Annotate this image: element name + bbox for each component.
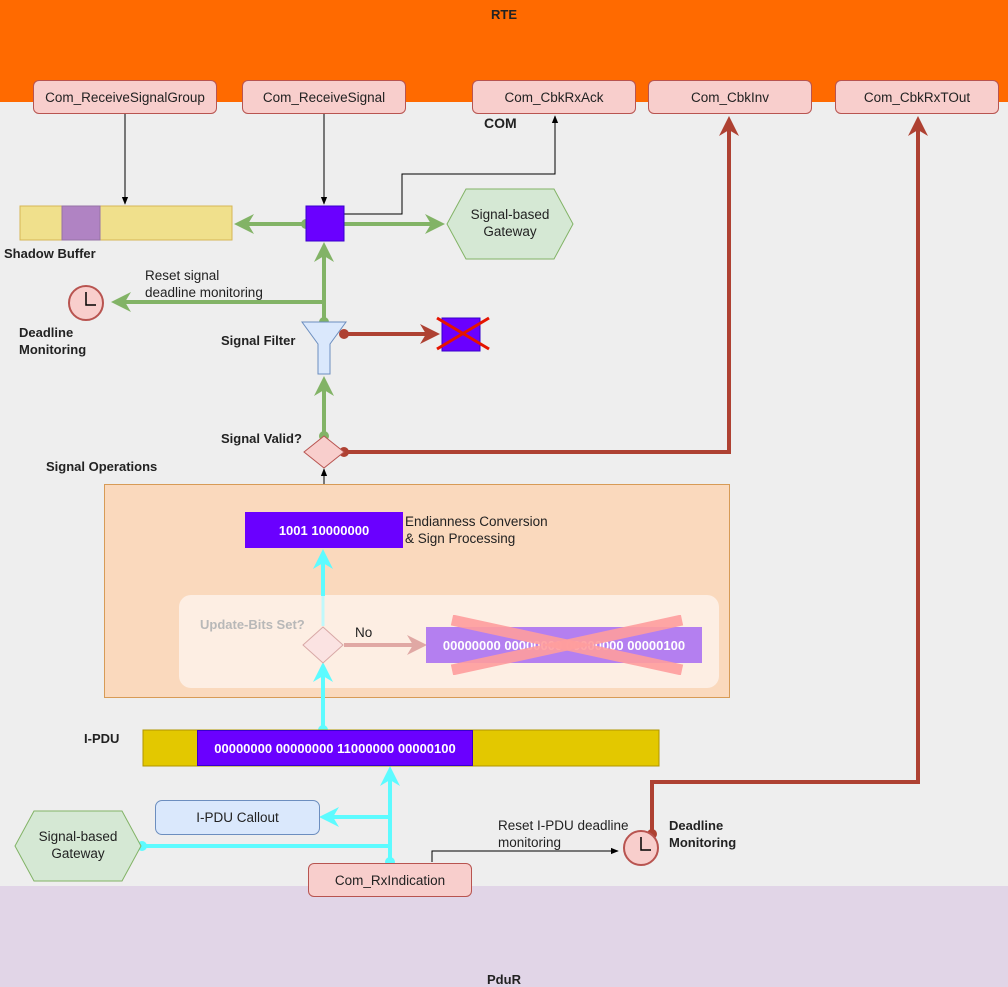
endianness-label: Endianness Conversion & Sign Processing	[405, 514, 548, 546]
signal-filter-label: Signal Filter	[221, 333, 296, 348]
ipdu-deadline-clock-icon	[623, 830, 659, 866]
com-receive-signal-group-api[interactable]: Com_ReceiveSignalGroup	[33, 80, 217, 114]
signal-gateway-label: Signal-based Gateway	[470, 207, 550, 239]
update-bits-decision	[302, 626, 344, 664]
shadow-buffer	[19, 205, 233, 241]
discarded-signal	[436, 316, 490, 352]
signal-operations-label: Signal Operations	[46, 459, 158, 474]
pdu-gateway-label: Signal-based Gateway	[38, 829, 118, 861]
discard-cross-icon	[450, 615, 684, 675]
update-bits-label: Update-Bits Set?	[200, 617, 305, 632]
signal-gateway-hexagon	[446, 188, 574, 260]
red-flow	[344, 116, 928, 834]
shadow-buffer-label: Shadow Buffer	[4, 246, 96, 261]
pdur-title: PduR	[487, 972, 521, 987]
ipdu-bits: 00000000 00000000 11000000 00000100	[197, 730, 473, 766]
reset-signal-deadline-label: Reset signal deadline monitoring	[145, 268, 263, 300]
com-receive-signal-api[interactable]: Com_ReceiveSignal	[242, 80, 406, 114]
signal-buffer	[305, 205, 345, 242]
filter-icon	[301, 321, 347, 375]
com-rx-indication-api[interactable]: Com_RxIndication	[308, 863, 472, 897]
com-module-label: COM	[484, 115, 517, 131]
cyan-flow	[142, 549, 400, 862]
control-arrows	[121, 114, 619, 862]
ipdu-label: I-PDU	[84, 731, 120, 746]
deadline-clock-icon	[68, 285, 104, 321]
signal-valid-label: Signal Valid?	[221, 431, 302, 446]
pdur-layer: PduR	[0, 886, 1008, 987]
no-label: No	[355, 625, 373, 640]
com-cbk-rx-tout-api[interactable]: Com_CbkRxTOut	[835, 80, 999, 114]
rte-title: RTE	[491, 7, 517, 22]
reset-ipdu-deadline-label: Reset I-PDU deadline monitoring	[498, 818, 629, 850]
pdu-gateway-hexagon	[14, 810, 142, 882]
com-cbk-inv-api[interactable]: Com_CbkInv	[648, 80, 812, 114]
green-flow	[111, 214, 445, 436]
ipdu-callout[interactable]: I-PDU Callout	[155, 800, 320, 835]
ipdu-deadline-monitoring-label: Deadline Monitoring	[669, 818, 737, 850]
signal-valid-decision	[303, 435, 345, 469]
processed-bits: 1001 10000000	[245, 512, 403, 548]
deadline-monitoring-label: Deadline Monitoring	[19, 325, 87, 357]
com-cbk-rx-ack-api[interactable]: Com_CbkRxAck	[472, 80, 636, 114]
